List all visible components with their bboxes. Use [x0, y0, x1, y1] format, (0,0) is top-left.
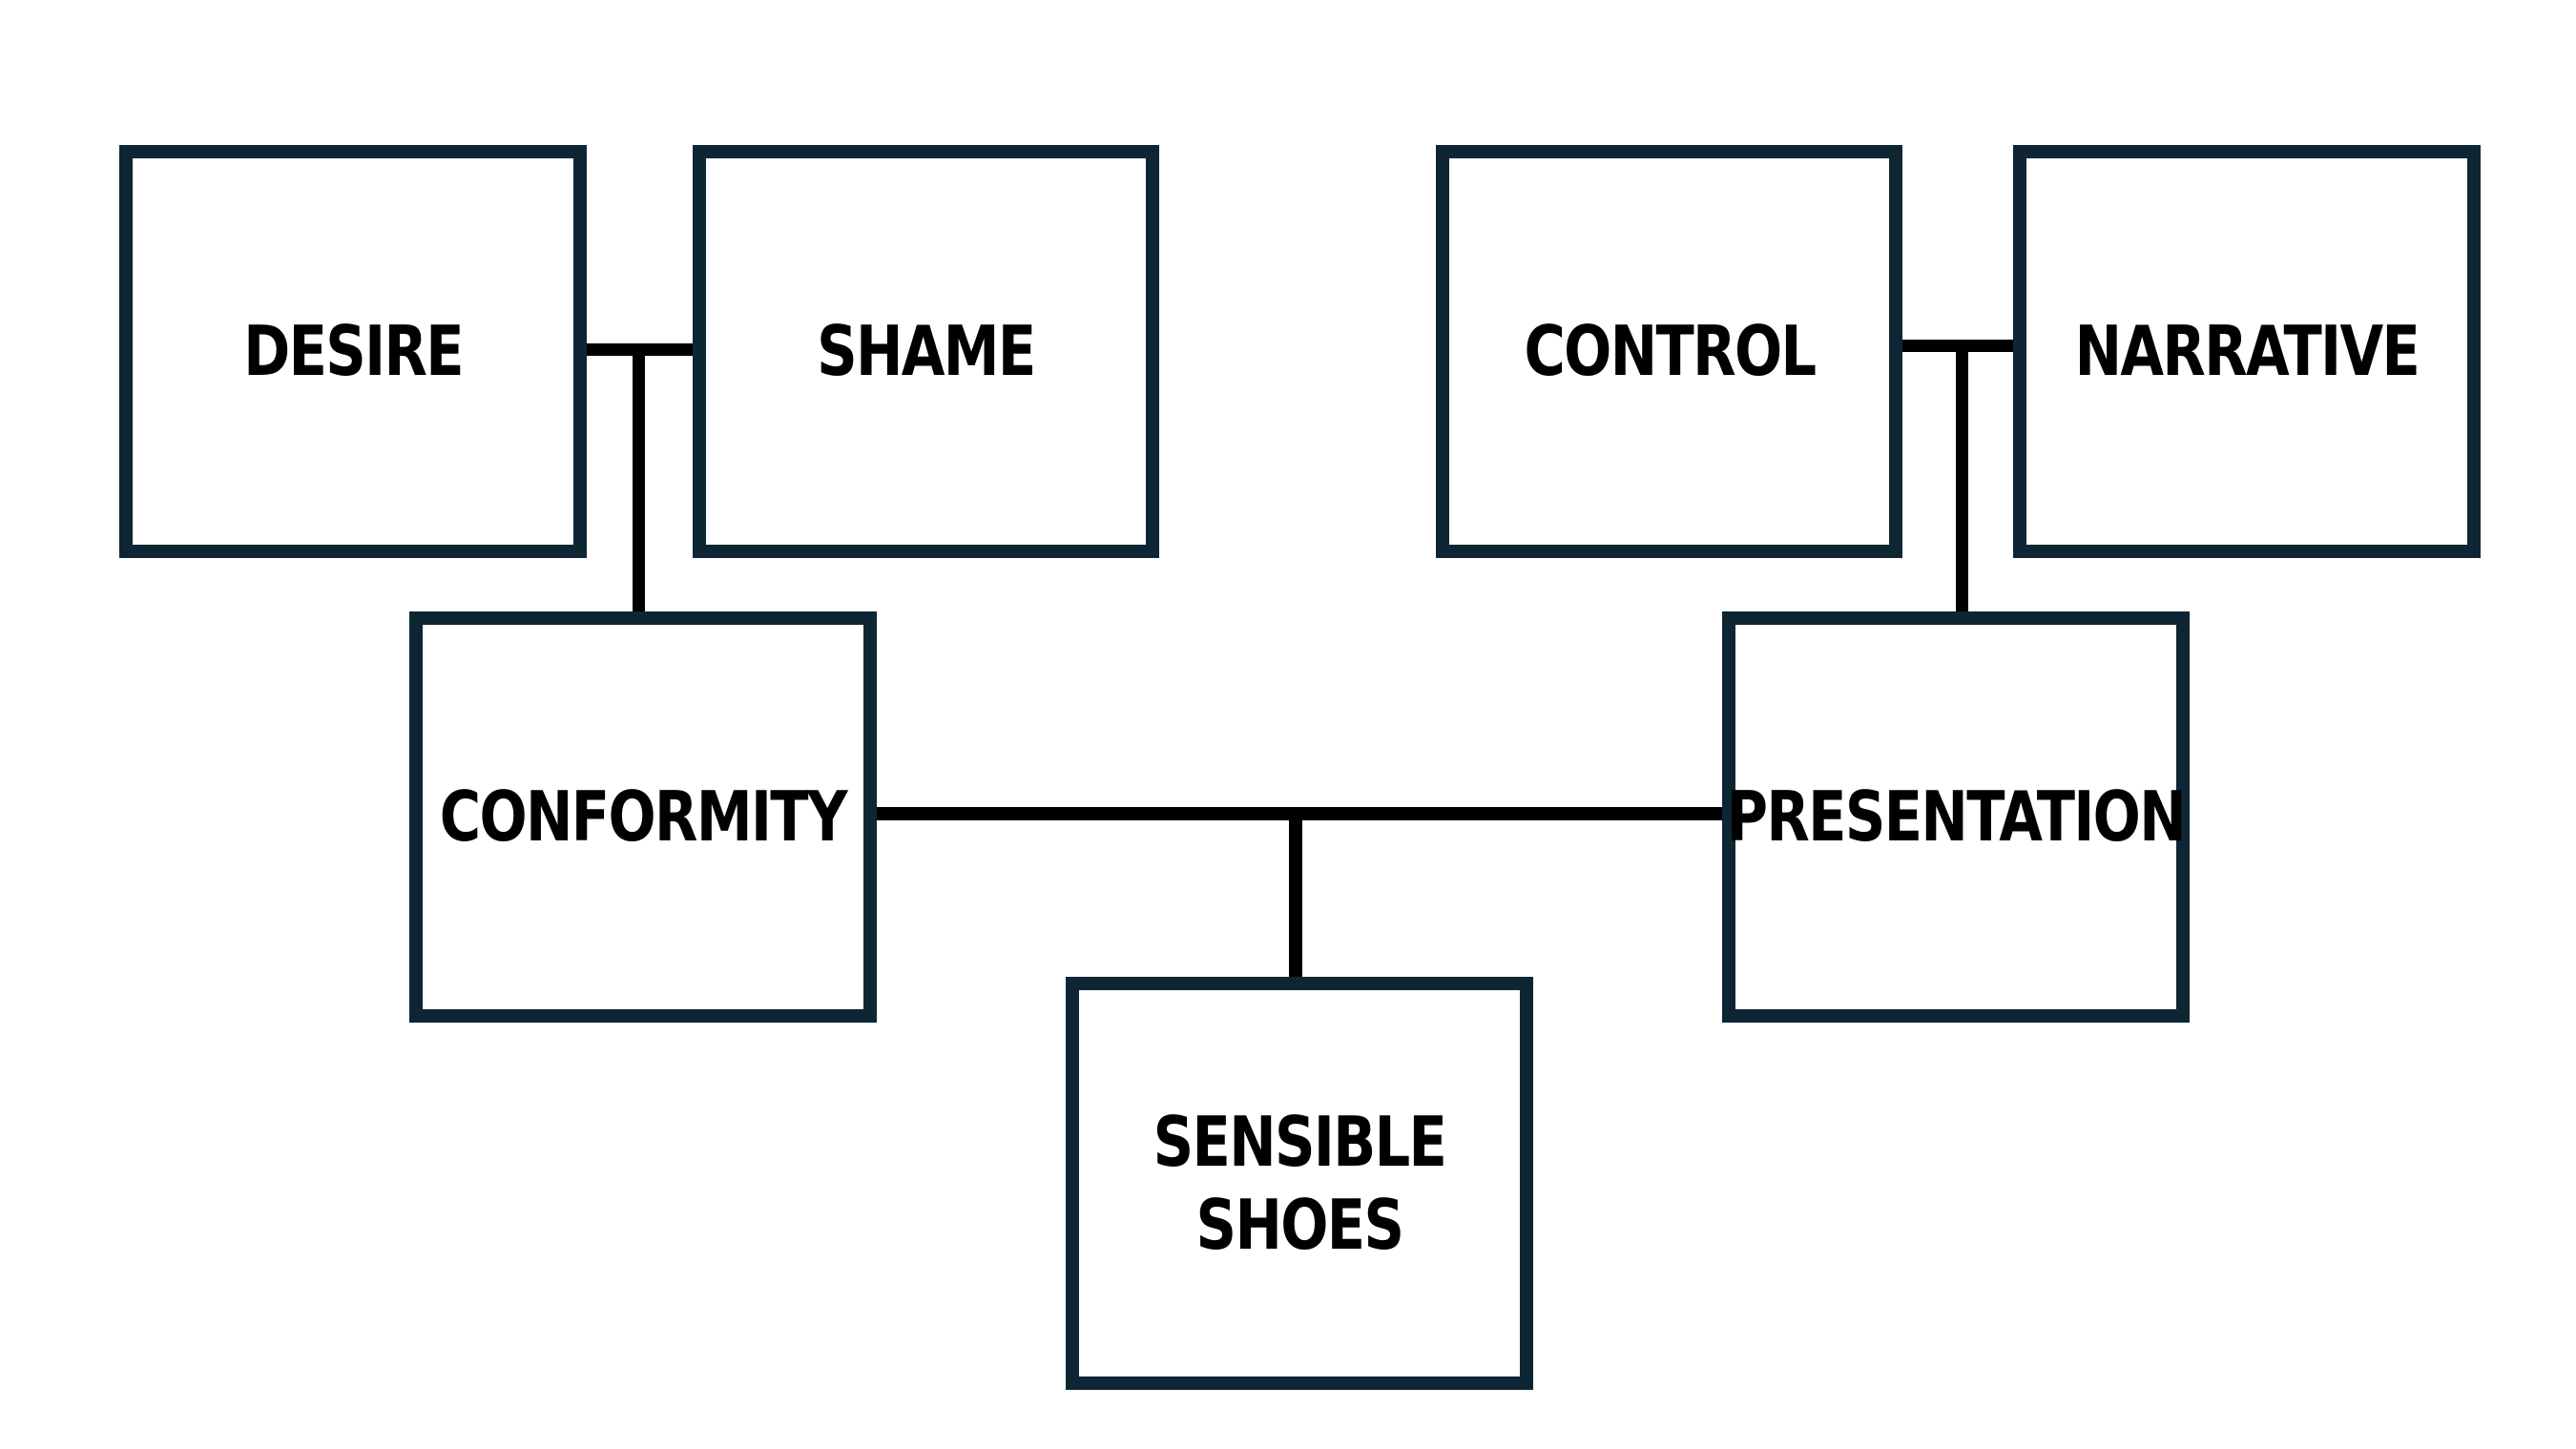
node-conformity: CONFORMITY: [409, 611, 877, 1023]
node-conformity-label: CONFORMITY: [439, 776, 848, 858]
node-control-label: CONTROL: [1523, 311, 1817, 392]
node-shame: SHAME: [693, 145, 1159, 558]
node-presentation-label: PRESENTATION: [1726, 776, 2187, 858]
connector-to-sensible-shoes: [1289, 807, 1302, 983]
connector-control-narrative-to-presentation: [1956, 340, 1968, 615]
node-sensible-shoes-label: SENSIBLE SHOES: [1153, 1102, 1447, 1265]
connector-desire-shame-to-conformity: [633, 343, 645, 615]
node-shame-label: SHAME: [817, 311, 1036, 392]
node-narrative: NARRATIVE: [2013, 145, 2481, 558]
node-sensible-shoes: SENSIBLE SHOES: [1066, 977, 1533, 1390]
node-narrative-label: NARRATIVE: [2074, 311, 2420, 392]
node-control: CONTROL: [1436, 145, 1902, 558]
node-desire-label: DESIRE: [243, 311, 464, 392]
node-presentation: PRESENTATION: [1722, 611, 2190, 1023]
node-desire: DESIRE: [119, 145, 587, 558]
